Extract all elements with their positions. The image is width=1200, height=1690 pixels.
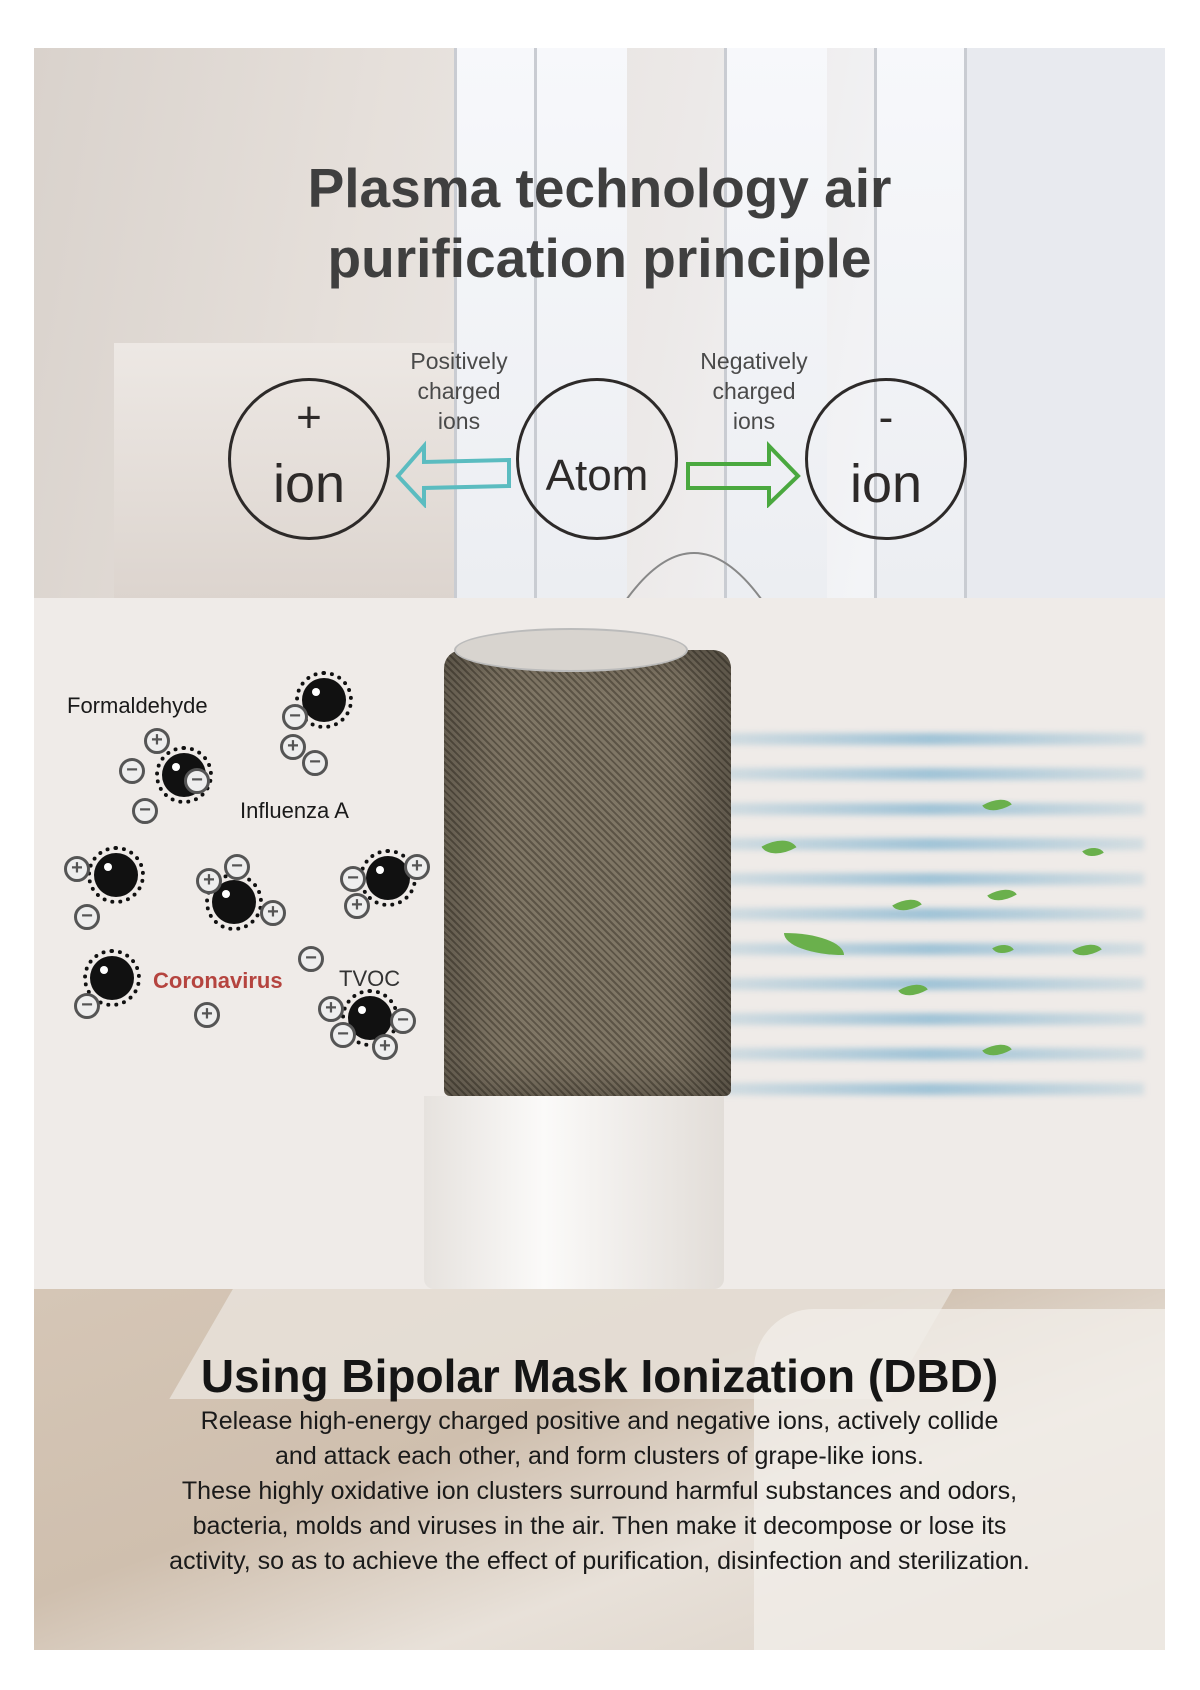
atom-circle: Atom bbox=[516, 378, 678, 540]
purifier-mesh bbox=[444, 650, 731, 1096]
window-pane bbox=[964, 48, 1165, 598]
leaf-icon bbox=[1072, 937, 1102, 963]
airflow-streak bbox=[714, 1083, 1144, 1095]
airflow-streak bbox=[714, 733, 1144, 745]
influenza-label: Influenza A bbox=[240, 798, 349, 823]
window-pane bbox=[724, 48, 827, 598]
minus-ion-icon: − bbox=[74, 904, 100, 930]
virus-icon bbox=[87, 846, 145, 904]
description-section: Using Bipolar Mask Ionization (DBD) Rele… bbox=[34, 1289, 1165, 1650]
minus-ion-icon: − bbox=[340, 866, 366, 892]
plus-ion-icon: + bbox=[194, 1002, 220, 1028]
minus-ion-icon: − bbox=[74, 993, 100, 1019]
airflow-streak bbox=[714, 1013, 1144, 1025]
description-line: Release high-energy charged positive and… bbox=[200, 1407, 999, 1435]
formaldehyde-label: Formaldehyde bbox=[67, 693, 208, 718]
leaf-icon bbox=[987, 882, 1017, 908]
plus-ion-icon: + bbox=[344, 893, 370, 919]
positive-caption: Positively charged ions bbox=[389, 346, 529, 436]
plus-sign: + bbox=[296, 393, 322, 442]
minus-sign: - bbox=[878, 393, 894, 442]
window-pane bbox=[454, 48, 537, 598]
caption-line: ions bbox=[732, 408, 776, 434]
minus-ion-icon: − bbox=[302, 750, 328, 776]
tvoc-label: TVOC bbox=[339, 966, 401, 991]
airflow-streak bbox=[714, 873, 1144, 885]
description-line: and attack each other, and form clusters… bbox=[275, 1442, 924, 1470]
airflow-streak bbox=[714, 768, 1144, 780]
plus-ion-icon: + bbox=[318, 996, 344, 1022]
purifier-top bbox=[454, 628, 688, 672]
minus-ion-icon: − bbox=[282, 704, 308, 730]
virus-icon bbox=[295, 671, 353, 729]
section-heading: Using Bipolar Mask Ionization (DBD) bbox=[200, 1350, 999, 1402]
caption-line: ions bbox=[437, 408, 481, 434]
negative-caption: Negatively charged ions bbox=[684, 346, 824, 436]
plus-ion-icon: + bbox=[144, 728, 170, 754]
description-line: bacteria, molds and viruses in the air. … bbox=[192, 1512, 1007, 1540]
purifier-section: Formaldehyde Influenza A Coronavirus TVO… bbox=[34, 598, 1165, 1289]
page-title: Plasma technology air purification princ… bbox=[34, 153, 1165, 293]
description-text: Release high-energy charged positive and… bbox=[34, 1404, 1165, 1579]
minus-ion-icon: − bbox=[298, 946, 324, 972]
description-line: These highly oxidative ion clusters surr… bbox=[181, 1477, 1018, 1505]
plus-ion-icon: + bbox=[372, 1034, 398, 1060]
airflow-streak bbox=[714, 1048, 1144, 1060]
leaf-icon bbox=[761, 831, 797, 863]
airflow-streak bbox=[714, 978, 1144, 990]
caption-line: Positively bbox=[410, 348, 508, 374]
plus-ion-icon: + bbox=[64, 856, 90, 882]
minus-ion-icon: − bbox=[119, 758, 145, 784]
minus-ion-icon: − bbox=[132, 798, 158, 824]
title-line: purification principle bbox=[327, 227, 872, 289]
airflow-streak bbox=[714, 908, 1144, 920]
minus-ion-icon: − bbox=[184, 768, 210, 794]
minus-ion-icon: − bbox=[224, 854, 250, 880]
principle-section: Plasma technology air purification princ… bbox=[34, 48, 1165, 598]
purifier-base bbox=[424, 1096, 724, 1289]
atom-label: Atom bbox=[545, 451, 649, 500]
left-arrow-icon bbox=[395, 440, 511, 508]
description-line: activity, so as to achieve the effect of… bbox=[169, 1547, 1030, 1575]
virus-icon bbox=[359, 849, 417, 907]
title-line: Plasma technology air bbox=[307, 157, 892, 219]
lamp-arc bbox=[626, 552, 762, 598]
airflow-streak bbox=[714, 803, 1144, 815]
negative-ion-circle: - ion bbox=[805, 378, 967, 540]
positive-ion-circle: + ion bbox=[228, 378, 390, 540]
minus-ion-icon: − bbox=[330, 1022, 356, 1048]
ion-label: ion bbox=[272, 454, 346, 514]
plus-ion-icon: + bbox=[404, 854, 430, 880]
coronavirus-label: Coronavirus bbox=[153, 968, 283, 993]
virus-icon bbox=[83, 949, 141, 1007]
right-arrow-icon bbox=[686, 441, 801, 508]
caption-line: charged bbox=[417, 378, 501, 404]
ion-label: ion bbox=[849, 454, 923, 514]
sofa bbox=[754, 1309, 1165, 1650]
plus-ion-icon: + bbox=[260, 900, 286, 926]
caption-line: charged bbox=[712, 378, 796, 404]
minus-ion-icon: − bbox=[390, 1008, 416, 1034]
plus-ion-icon: + bbox=[196, 868, 222, 894]
plus-ion-icon: + bbox=[280, 734, 306, 760]
caption-line: Negatively bbox=[700, 348, 808, 374]
airflow-streak bbox=[714, 838, 1144, 850]
